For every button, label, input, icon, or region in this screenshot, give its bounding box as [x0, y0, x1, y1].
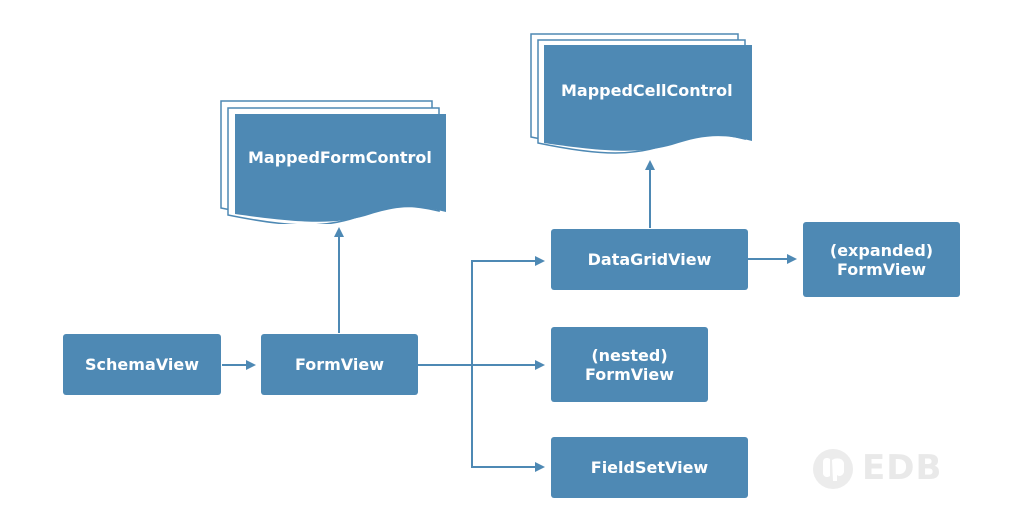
- document-stack-shape: [530, 33, 752, 154]
- mapped-form-control-label: MappedFormControl: [248, 148, 432, 167]
- document-stack-shape: [220, 100, 446, 224]
- arrow-formview-to-fieldsetview: [471, 365, 545, 472]
- form-view-label: FormView: [294, 355, 385, 374]
- datagrid-view-node: DataGridView: [551, 229, 748, 290]
- mapped-cell-control-label: MappedCellControl: [561, 81, 733, 100]
- edb-elephant-logo-icon: [813, 449, 853, 489]
- nested-formview-node: (nested) FormView: [551, 327, 708, 402]
- expanded-formview-node: (expanded) FormView: [803, 222, 960, 297]
- form-view-node: FormView: [261, 334, 418, 395]
- nested-formview-label-line1: (nested): [591, 345, 668, 365]
- edb-logo-text: EDB: [862, 448, 943, 488]
- mapped-cell-control-node: MappedCellControl: [530, 33, 758, 157]
- fieldset-view-label: FieldSetView: [590, 458, 709, 477]
- expanded-formview-label-line2: FormView: [836, 259, 927, 279]
- schema-view-label: SchemaView: [85, 355, 199, 374]
- expanded-formview-label-line1: (expanded): [829, 240, 934, 260]
- mapped-form-control-node: MappedFormControl: [220, 100, 448, 224]
- datagrid-view-label: DataGridView: [587, 250, 712, 269]
- fieldset-view-node: FieldSetView: [551, 437, 748, 498]
- arrow-formview-to-datagridview: [471, 256, 545, 365]
- schema-view-node: SchemaView: [63, 334, 221, 395]
- nested-formview-label-line2: FormView: [584, 364, 675, 384]
